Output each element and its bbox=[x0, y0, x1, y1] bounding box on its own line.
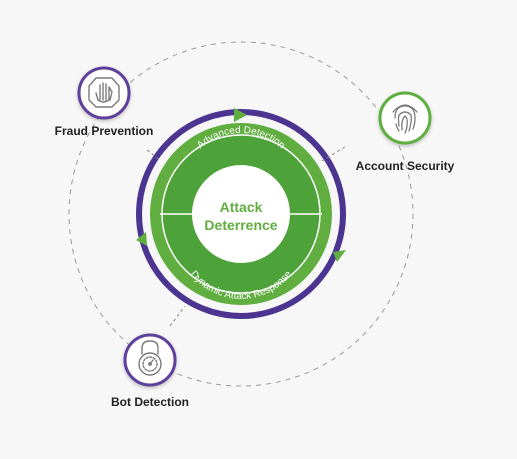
account-node-ring bbox=[378, 91, 432, 145]
connector-bot bbox=[169, 305, 186, 327]
fingerprint-icon bbox=[392, 104, 418, 134]
center-circle bbox=[192, 165, 290, 263]
cycle-arrow-left bbox=[136, 232, 147, 246]
bot-node-ring bbox=[123, 333, 177, 387]
connector-account bbox=[319, 146, 346, 163]
cycle-arrow-top bbox=[234, 108, 247, 122]
fraud-prevention-node bbox=[77, 66, 131, 120]
cycle-arrow-right bbox=[333, 250, 346, 262]
dashed-orbit bbox=[68, 41, 414, 387]
bot-detection-label: Bot Detection bbox=[111, 395, 189, 409]
hand-stop-icon bbox=[88, 77, 120, 108]
fraud-prevention-label: Fraud Prevention bbox=[54, 124, 154, 138]
connector-fraud bbox=[146, 149, 161, 161]
center-title-line1: Attack bbox=[220, 199, 263, 215]
bot-detection-node bbox=[123, 333, 177, 387]
padlock-icon bbox=[138, 340, 162, 376]
account-security-label: Account Security bbox=[355, 159, 455, 173]
account-security-node bbox=[378, 91, 432, 145]
center-title-line2: Deterrence bbox=[204, 217, 277, 233]
fraud-node-ring bbox=[77, 66, 131, 120]
